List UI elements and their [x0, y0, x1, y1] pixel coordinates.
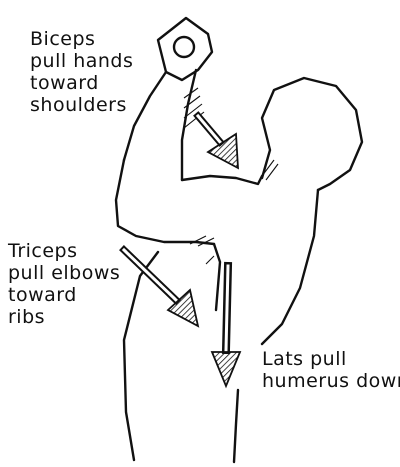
biceps-label-line: toward	[30, 72, 133, 94]
torso-front-outline	[124, 252, 158, 460]
triceps-label-line: toward	[8, 284, 120, 306]
forearm-inner-outline	[182, 70, 196, 180]
triceps-label-line: ribs	[8, 306, 120, 328]
fist-outline	[158, 18, 212, 80]
lats-label: Lats pull humerus down	[262, 348, 400, 392]
biceps-label-line: Biceps	[30, 28, 133, 50]
triceps-label-line: Triceps	[8, 240, 120, 262]
head-outline	[262, 78, 362, 190]
upper-arm-outline	[116, 160, 214, 244]
biceps-label-line: shoulders	[30, 94, 133, 116]
biceps-arrow	[198, 116, 238, 168]
triceps-arrow	[124, 250, 198, 326]
triceps-label: Triceps pull elbows toward ribs	[8, 240, 120, 328]
bicep-lower-outline	[182, 176, 262, 184]
lats-label-line: Lats pull	[262, 348, 400, 370]
lats-arrow	[212, 266, 240, 386]
shoulder-outline	[214, 244, 220, 310]
biceps-label-line: pull hands	[30, 50, 133, 72]
triceps-label-line: pull elbows	[8, 262, 120, 284]
back-outline	[262, 190, 318, 344]
biceps-label: Biceps pull hands toward shoulders	[30, 28, 133, 116]
fist-knuckle	[174, 37, 194, 57]
torso-back-outline	[234, 390, 238, 462]
lats-label-line: humerus down	[262, 370, 400, 392]
